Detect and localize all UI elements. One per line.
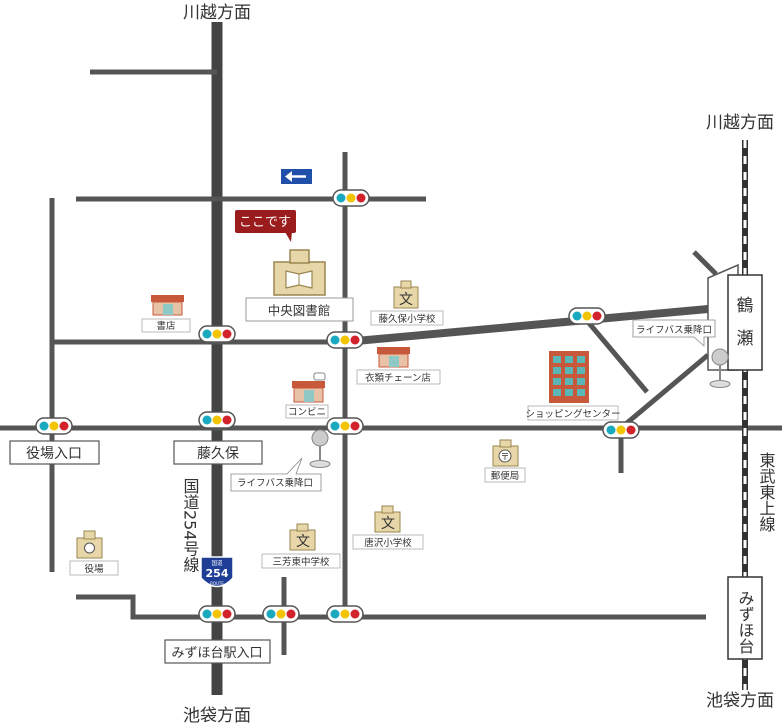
school-icon: 文 [393, 280, 419, 309]
traffic-signal-icon [198, 605, 236, 623]
bus-stop-icon [309, 429, 331, 468]
karasawa-elementary-label: 唐沢小学校 [364, 537, 412, 549]
mizuhodai-station-label: みずほ台 [736, 590, 755, 654]
svg-text:254: 254 [206, 567, 229, 580]
library[interactable]: 中央図書館 [245, 249, 354, 322]
fujikubo-elementary[interactable]: 文 藤久保小学校 [370, 280, 444, 326]
bus-stop-upper-label: ライフバス乗降口 [636, 324, 712, 336]
post-office-icon: 〒 [492, 439, 519, 467]
intersection-mizuhodai-station-iriguchi[interactable]: みずほ台駅入口 [164, 639, 271, 664]
town-office-icon [76, 530, 103, 559]
traffic-signal-icon [35, 417, 73, 435]
tsuruse-station-label-2: 瀬 [737, 329, 754, 349]
route-name: 国道254号線 [181, 478, 200, 573]
road-station-top [692, 250, 718, 276]
clothing-store-label: 衣類チェーン店 [365, 372, 431, 384]
traffic-signal-icon [198, 411, 236, 429]
here-marker-label: ここです [239, 215, 291, 230]
here-marker: ここです [235, 210, 296, 242]
post-office-label: 郵便局 [491, 470, 520, 482]
traffic-signal-icon [326, 605, 364, 623]
traffic-signal-icon [568, 307, 606, 325]
svg-text:国道: 国道 [211, 559, 223, 567]
traffic-signal-icon [326, 417, 364, 435]
intersection-mizuhodai-label: みずほ台駅入口 [171, 646, 262, 661]
bus-stop-upper[interactable]: ライフバス乗降口 [632, 319, 731, 388]
railway-name: 東武東上線 [757, 452, 776, 532]
building-icon [549, 351, 589, 403]
intersection-fujikubo[interactable]: 藤久保 [173, 440, 263, 465]
miyoshi-higashi-jhs[interactable]: 文 三芳東中学校 [261, 523, 341, 569]
traffic-signal-icon [198, 325, 236, 343]
school-icon: 文 [374, 505, 401, 533]
convenience-store[interactable]: コンビニ [285, 372, 329, 419]
direction-top-main: 川越方面 [183, 3, 251, 23]
svg-text:文: 文 [296, 534, 310, 550]
clothing-store[interactable]: 衣類チェーン店 [356, 347, 441, 385]
bookstore[interactable]: 書店 [141, 295, 191, 333]
post-office[interactable]: 〒 郵便局 [484, 439, 526, 483]
svg-text:〒: 〒 [500, 453, 509, 463]
mizuhodai-station[interactable]: みずほ台 [727, 576, 763, 660]
bus-stop-icon [709, 348, 731, 388]
bookstore-label: 書店 [156, 320, 175, 332]
intersection-yakuba-iriguchi[interactable]: 役場入口 [9, 440, 100, 465]
fujikubo-elementary-label: 藤久保小学校 [378, 313, 436, 325]
shopping-center-label: ショッピングセンター [525, 408, 620, 420]
road-station-diagonal [344, 305, 709, 346]
traffic-signal-icon [602, 421, 640, 439]
traffic-signal-icon [326, 331, 364, 349]
direction-bottom-main: 池袋方面 [183, 706, 251, 726]
road-sc-a [581, 314, 649, 394]
one-way-arrow-icon [281, 169, 312, 184]
intersection-fujikubo-label: 藤久保 [197, 446, 239, 462]
road-bottom [76, 594, 706, 620]
route-254-shield-icon: 国道 254 ROUTE [200, 556, 234, 588]
karasawa-elementary[interactable]: 文 唐沢小学校 [352, 505, 424, 550]
direction-bottom-rail: 池袋方面 [706, 691, 774, 711]
svg-text:ROUTE: ROUTE [210, 581, 224, 586]
town-office[interactable]: 役場 [69, 530, 119, 576]
store-icon [151, 295, 184, 316]
traffic-signal-icon [262, 605, 300, 623]
traffic-signals [35, 189, 640, 623]
store-icon [292, 372, 326, 403]
bus-stop-lower[interactable]: ライフバス乗降口 [230, 429, 331, 492]
library-label: 中央図書館 [268, 303, 331, 318]
town-office-label: 役場 [84, 563, 104, 575]
road-sc-b [619, 353, 710, 430]
school-icon: 文 [289, 523, 316, 551]
convenience-store-label: コンビニ [288, 407, 326, 418]
direction-top-rail: 川越方面 [706, 113, 774, 133]
svg-text:文: 文 [399, 292, 413, 308]
store-icon [377, 347, 410, 368]
shopping-center[interactable]: ショッピングセンター [525, 351, 621, 421]
tsuruse-station-label-1: 鶴 [737, 296, 754, 316]
svg-text:文: 文 [381, 516, 395, 532]
tsuruse-station[interactable]: 鶴 瀬 [707, 263, 763, 371]
bus-stop-lower-label: ライフバス乗降口 [237, 477, 313, 489]
traffic-signal-icon [332, 189, 370, 207]
intersection-yakuba-iriguchi-label: 役場入口 [26, 446, 82, 462]
miyoshi-higashi-jhs-label: 三芳東中学校 [272, 556, 330, 568]
